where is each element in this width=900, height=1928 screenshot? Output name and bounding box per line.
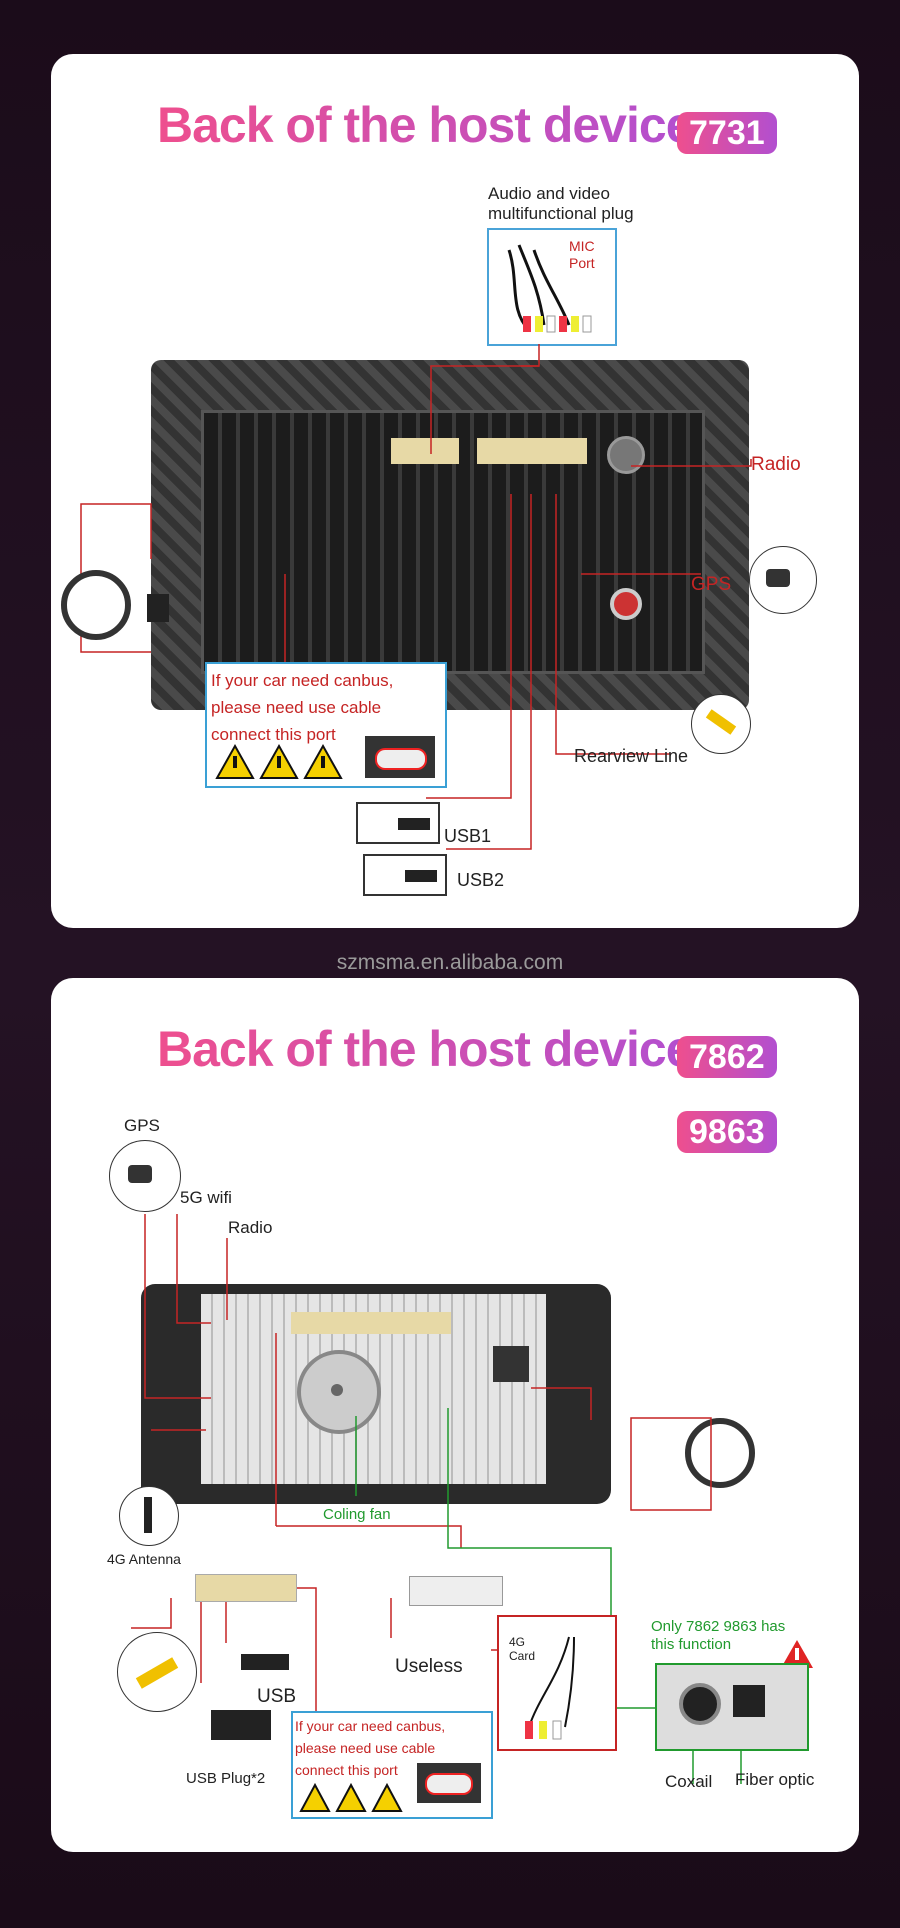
connector-block (291, 1312, 451, 1334)
optical-ports-image (655, 1663, 809, 1751)
warning-icon (215, 743, 343, 779)
av-connector (477, 438, 587, 464)
card-4g-image: 4G Card (497, 1615, 617, 1751)
iso-connector (391, 438, 459, 464)
radio-label: Radio (228, 1218, 273, 1237)
camera-icon (117, 1632, 197, 1712)
section-7862: Back of the host device 7862 9863 GPS 5G… (51, 978, 859, 1852)
usb-cable-icon (241, 1654, 289, 1670)
gps-label: GPS (691, 574, 732, 595)
fiber-optic-label: Fiber optic (735, 1770, 815, 1789)
iso-plug (195, 1574, 297, 1602)
steering-connector-lines (630, 1417, 712, 1511)
section-title: Back of the host device (157, 1021, 693, 1077)
gps-label: GPS (124, 1116, 160, 1135)
usb-plug-label: USB Plug*2 (186, 1770, 266, 1787)
useless-label: Useless (395, 1656, 463, 1677)
gps-antenna-icon (109, 1140, 181, 1212)
mic-port-label: MIC Port (569, 238, 595, 271)
usb1-label: USB1 (444, 826, 492, 846)
rearview-label: Rearview Line (574, 746, 689, 766)
steering-connector (147, 594, 169, 622)
section-7731: Back of the host device 7731 Audio and v… (51, 54, 859, 928)
usb1-cable-image (356, 802, 440, 844)
connection-lines (80, 344, 752, 850)
host-device-back (141, 1284, 611, 1504)
rearview-camera-icon (691, 694, 751, 754)
section-title: Back of the host device (157, 97, 693, 153)
host-device-back (151, 360, 749, 710)
cooling-fan (297, 1350, 381, 1434)
cable-bundle-icon (525, 1636, 575, 1740)
coaxial-label: Coxail (665, 1772, 713, 1791)
cable-bundle-icon (507, 244, 592, 333)
steering-wheel-icon (61, 570, 131, 640)
av-plug-image: MIC Port (487, 228, 617, 346)
optical-port (733, 1685, 765, 1717)
card-4g-label: 4G Card (509, 1635, 536, 1663)
av-plug-label: Audio and video multifunctional plug (488, 184, 634, 223)
canbus-note: If your car need canbus, please need use… (291, 1711, 493, 1819)
radio-label: Radio (751, 454, 801, 475)
cooling-fan-label: Coling fan (323, 1506, 391, 1523)
only-note: Only 7862 9863 has this function (651, 1618, 786, 1653)
model-badge: 7731 (677, 112, 777, 154)
usb-plug-icon (211, 1710, 271, 1740)
connection-lines (131, 1214, 742, 1784)
gps-port (610, 588, 642, 620)
antenna-4g-icon (119, 1486, 179, 1546)
steering-wheel-icon (685, 1418, 755, 1488)
usb2-cable-image (363, 854, 447, 896)
model-badge-7862: 7862 (677, 1036, 777, 1078)
canbus-line-3: connect this port (295, 1762, 398, 1778)
dip-switch (493, 1346, 529, 1382)
antenna-port (607, 436, 645, 474)
watermark: szmsma.en.alibaba.com (336, 951, 564, 974)
canbus-line-3: connect this port (211, 725, 336, 744)
coaxial-port (679, 1683, 721, 1725)
canbus-port-image (417, 1763, 481, 1803)
useless-plug (409, 1576, 503, 1606)
wifi-label: 5G wifi (180, 1188, 232, 1207)
canbus-port-image (365, 736, 435, 778)
antenna-4g-label: 4G Antenna (107, 1551, 181, 1567)
canbus-note: If your car need canbus, please need use… (205, 662, 447, 788)
usb2-label: USB2 (457, 870, 505, 890)
usb-label: USB (257, 1686, 297, 1707)
model-badge-9863: 9863 (677, 1111, 777, 1153)
canbus-line-2: please need use cable (295, 1740, 436, 1756)
gps-antenna-icon (749, 546, 817, 614)
warning-icon (781, 1640, 813, 1668)
canbus-line-2: please need use cable (211, 698, 382, 717)
canbus-line-1: If your car need canbus, (211, 671, 394, 690)
canbus-line-1: If your car need canbus, (295, 1718, 446, 1734)
warning-icon (299, 1782, 403, 1812)
